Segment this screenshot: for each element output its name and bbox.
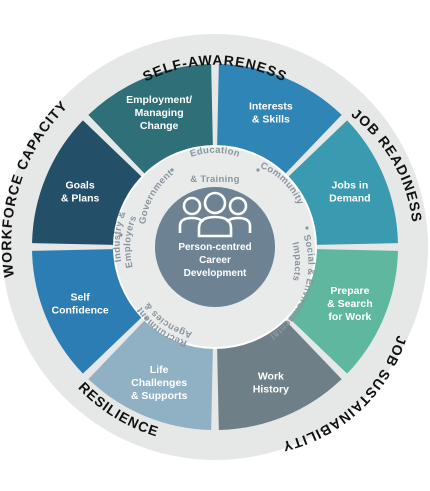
segment-label-prepare-search-for-work-line-3: for Work <box>328 311 371 323</box>
people-group-icon <box>178 191 252 238</box>
segment-label-life-challenges-supports-line-1: Life <box>150 364 169 376</box>
segment-label-life-challenges-supports-line-3: & Supports <box>131 390 188 402</box>
segment-label-jobs-in-demand-line-1: Jobs in <box>332 180 369 192</box>
segment-label-employment-managing-change-line-1: Employment/ <box>126 94 192 106</box>
segment-jobs-in-demand <box>287 120 398 245</box>
inner-label-impacts: Impacts <box>289 241 303 282</box>
segment-label-goals-plans-line-2: & Plans <box>61 193 100 205</box>
segment-label-goals-plans-line-1: Goals <box>66 180 95 192</box>
inner-label-training: & Training <box>190 174 239 185</box>
segment-label-employment-managing-change-line-3: Change <box>140 120 179 132</box>
center-title-line-2: Career <box>199 255 231 266</box>
segment-label-prepare-search-for-work-line-2: & Search <box>327 298 373 310</box>
segment-label-employment-managing-change-line-2: Managing <box>135 107 184 119</box>
segment-label-interests-skills-line-2: & Skills <box>252 114 290 126</box>
segment-label-prepare-search-for-work-line-1: Prepare <box>330 285 369 297</box>
segment-label-self-confidence-line-2: Confidence <box>52 304 109 316</box>
segment-label-interests-skills-line-1: Interests <box>249 101 293 113</box>
segment-life-challenges-supports <box>88 319 213 430</box>
segments-layer <box>32 64 398 430</box>
segment-work-history <box>217 319 342 430</box>
segment-label-jobs-in-demand-line-2: Demand <box>329 193 370 205</box>
center-disc <box>155 187 275 307</box>
segment-label-work-history-line-1: Work <box>258 370 284 382</box>
segment-label-self-confidence-line-1: Self <box>70 291 90 303</box>
center-title-line-3: Development <box>184 268 247 279</box>
segment-label-work-history-line-2: History <box>253 383 289 395</box>
segment-interests-skills <box>217 64 342 175</box>
segment-goals-plans <box>32 120 143 245</box>
segment-prepare-search-for-work <box>287 249 398 374</box>
inner-ring-dots <box>119 168 309 337</box>
segment-self-confidence <box>32 249 143 374</box>
segment-employment-managing-change <box>88 64 213 175</box>
segment-label-life-challenges-supports-line-2: Challenges <box>131 377 187 389</box>
center-title-line-1: Person-centred <box>178 242 251 253</box>
inner-ring-edge <box>113 145 317 349</box>
